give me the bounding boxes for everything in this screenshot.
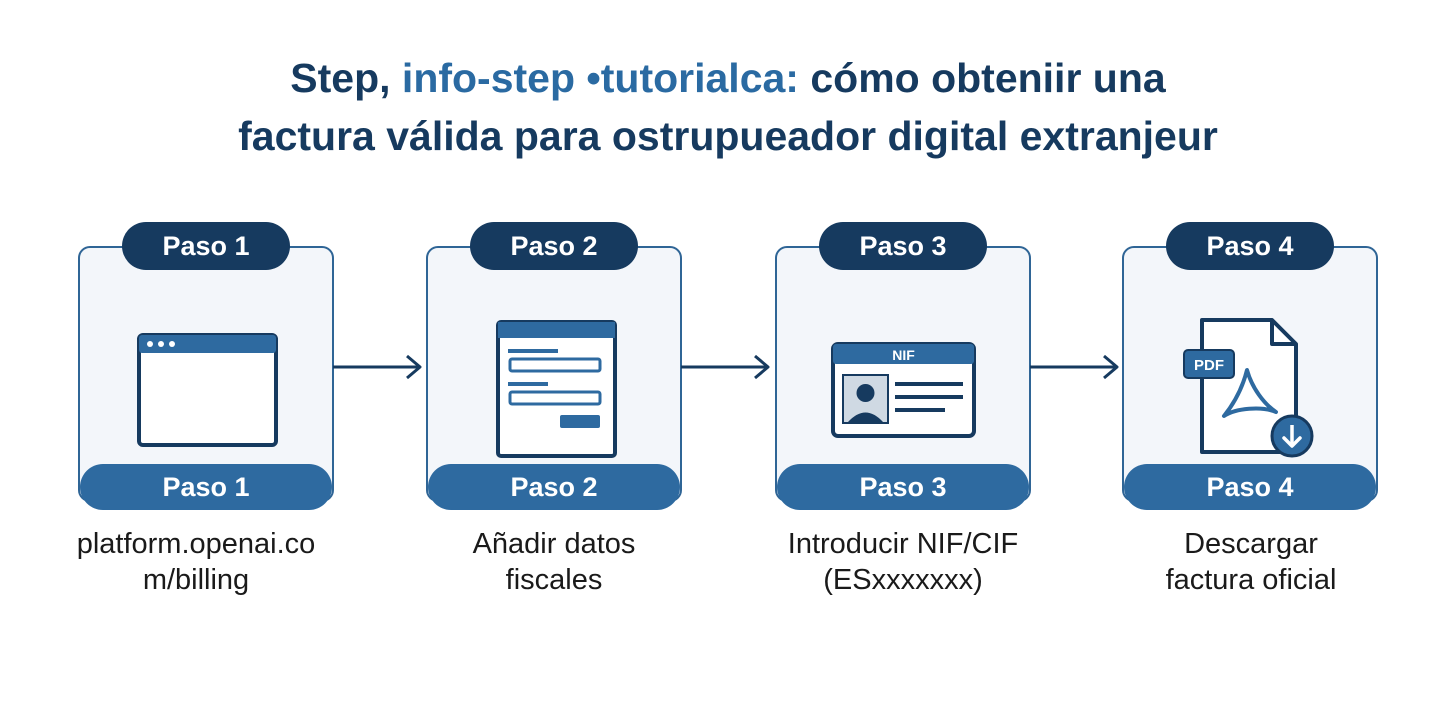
- step-3: NIF Paso 3 Paso 3: [775, 222, 1035, 512]
- step-bottom-label: Paso 4: [1124, 464, 1376, 510]
- page-title: Step, info-step •tutorialca: cómo obteni…: [0, 48, 1456, 166]
- title-line-2: factura válida para ostrupueador digital…: [238, 113, 1218, 159]
- step-top-label: Paso 1: [122, 222, 290, 270]
- pdf-label: PDF: [1194, 357, 1224, 374]
- arrow-right-icon: [681, 354, 770, 380]
- step-top-label: Paso 2: [470, 222, 638, 270]
- arrow-right-icon: [1030, 354, 1119, 380]
- title-accent: info-step •tutorialca:: [401, 55, 799, 101]
- step-top-label: Paso 3: [819, 222, 987, 270]
- step-card: PDF: [1122, 246, 1378, 502]
- id-card-icon: NIF: [831, 342, 976, 438]
- step-4: PDF Paso 4 Paso 4: [1122, 222, 1382, 512]
- browser-window-icon: [137, 333, 278, 447]
- step-top-label: Paso 4: [1166, 222, 1334, 270]
- step-1: Paso 1 Paso 1: [78, 222, 338, 512]
- step-bottom-label: Paso 3: [777, 464, 1029, 510]
- form-document-icon: [496, 320, 617, 458]
- nif-label: NIF: [892, 347, 915, 363]
- step-card: [426, 246, 682, 502]
- step-3-caption: Introducir NIF/CIF (ESxxxxxxx): [787, 528, 1019, 596]
- step-bottom-label: Paso 1: [80, 464, 332, 510]
- step-4-caption: Descargar factura oficial: [1165, 528, 1337, 596]
- step-bottom-label: Paso 2: [428, 464, 680, 510]
- title-line-1: Step, info-step •tutorialca: cómo obteni…: [290, 55, 1166, 101]
- step-2-caption: Añadir datos fiscales: [472, 528, 636, 596]
- step-card: [78, 246, 334, 502]
- pdf-download-icon: PDF: [1183, 318, 1314, 458]
- step-2: Paso 2 Paso 2: [426, 222, 686, 512]
- step-1-caption: platform.openai.co m/billing: [76, 528, 316, 596]
- step-card: NIF: [775, 246, 1031, 502]
- arrow-right-icon: [333, 354, 422, 380]
